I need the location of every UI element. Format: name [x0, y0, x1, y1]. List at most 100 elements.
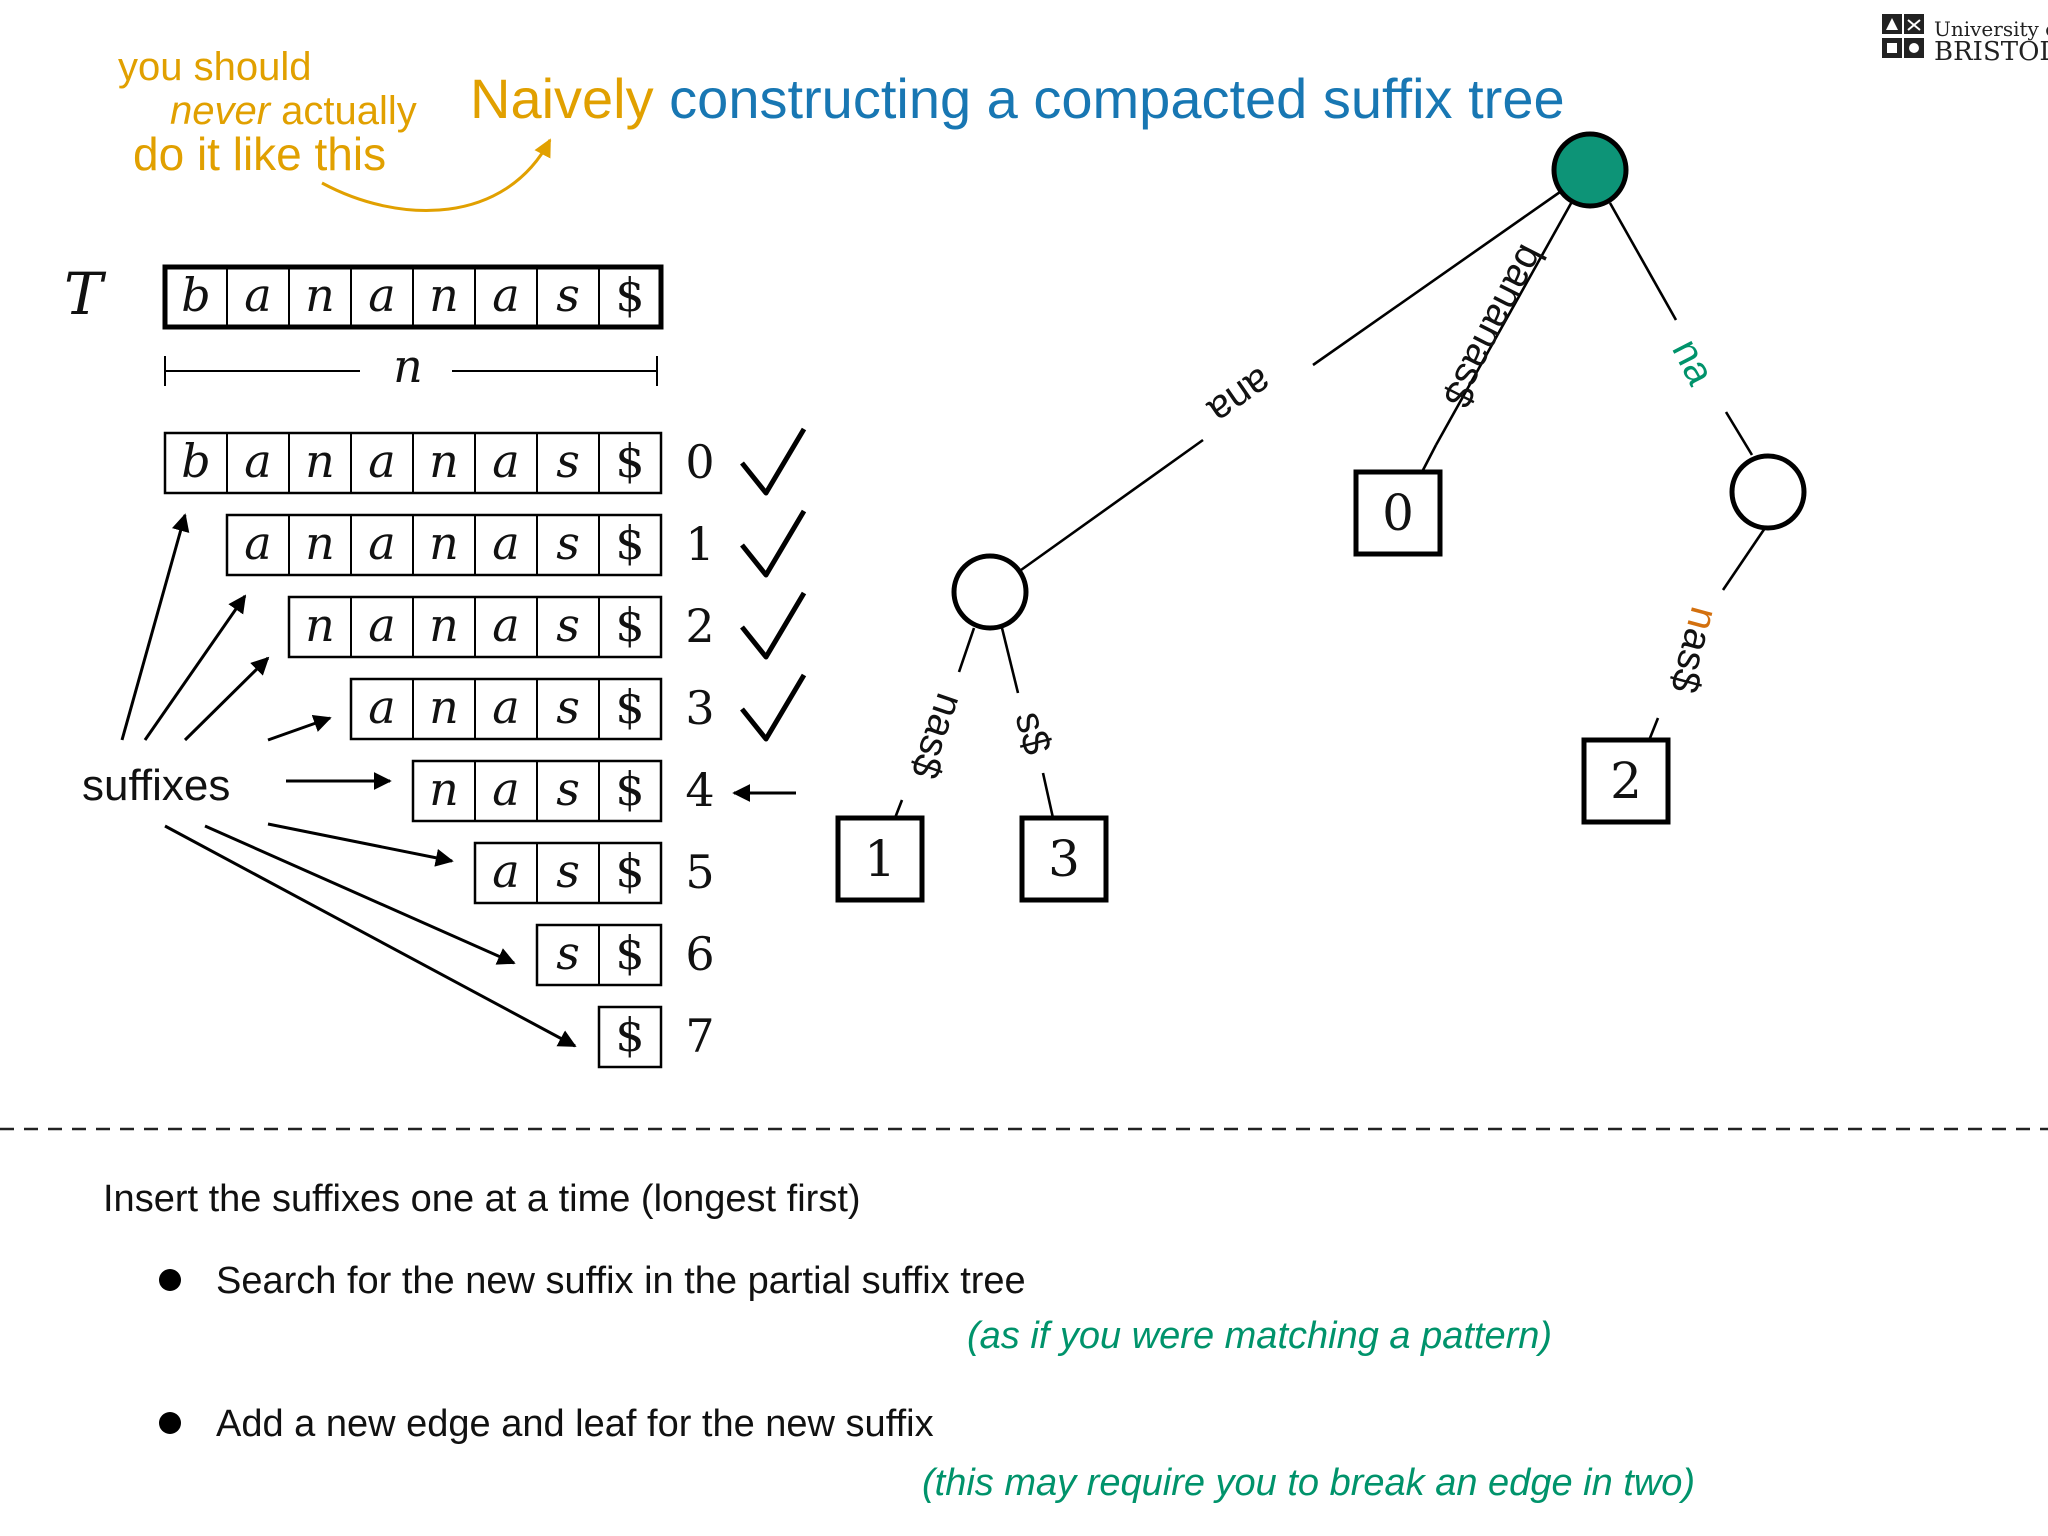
text-label: T: [64, 260, 107, 328]
text-cell-char: a: [368, 268, 395, 322]
suffix-index: 4: [685, 763, 714, 817]
leaf-label-0: 0: [1382, 484, 1414, 542]
text-cell-char: s: [556, 268, 580, 322]
suffix-cell-char: a: [368, 680, 395, 734]
university-logo: University of BRISTOL: [1882, 14, 2048, 67]
suffix-cell-char: a: [492, 516, 519, 570]
suffix-cell-char: a: [492, 598, 519, 652]
suffix-index: 5: [685, 845, 714, 899]
tree-node-ana: [951, 553, 1029, 631]
suffix-cell-char: n: [429, 434, 459, 488]
tree-leaf-0: 0: [1353, 469, 1443, 557]
suffix-cell-char: n: [429, 762, 459, 816]
suffix-cell-char: $: [615, 762, 644, 816]
bullet-dot-2: [159, 1412, 181, 1434]
logo-line1: University of: [1934, 17, 2048, 41]
title-part2: constructing a compacted suffix tree: [654, 67, 1565, 130]
edge-label-ana: ana: [1199, 359, 1280, 433]
suffix-index: 6: [685, 927, 714, 981]
suffix-cell-char: a: [368, 598, 395, 652]
suffix-cell-char: n: [429, 680, 459, 734]
suffix-cell-char: $: [615, 1008, 644, 1062]
edge-ana-1-upper: [957, 627, 976, 673]
edge-root-0-lower: [1420, 444, 1438, 473]
edge-na-2-lower: [1648, 717, 1660, 739]
tree-node-na: [1729, 453, 1807, 531]
bullet-note-2: (this may require you to break an edge i…: [922, 1462, 1695, 1504]
suffix-cell-char: n: [429, 598, 459, 652]
tree-root-node: [1551, 131, 1629, 209]
arrow-suffix-2: [183, 656, 270, 742]
text-cell-char: n: [305, 268, 335, 322]
suffix-arrows: [120, 513, 577, 1048]
logo-line2: BRISTOL: [1934, 37, 2048, 67]
arrow-suffix-0: [120, 513, 190, 741]
edge-root-ana-lower: [1020, 438, 1204, 572]
edge-root-ana-upper: [1312, 190, 1561, 367]
leaf-label-2: 2: [1610, 752, 1642, 810]
suffix-cell-char: s: [556, 926, 580, 980]
check-icon: [740, 673, 807, 742]
suffix-index: 2: [685, 599, 714, 653]
suffix-cell-char: $: [615, 434, 644, 488]
edge-root-na-lower: [1724, 411, 1754, 456]
suffix-index: 0: [685, 435, 714, 489]
suffix-cell-char: a: [244, 434, 271, 488]
aside-line2-rest: actually: [270, 89, 417, 133]
suffix-cell-char: a: [492, 762, 519, 816]
edge-ana-3-lower: [1041, 772, 1055, 819]
edge-label-nas-2-part2: as$: [1662, 624, 1721, 698]
suffix-index: 1: [685, 517, 714, 571]
suffix-cell-char: $: [615, 516, 644, 570]
tree-leaf-1: 1: [835, 815, 925, 903]
bullet-text-1: Search for the new suffix in the partial…: [216, 1260, 1026, 1302]
length-label: n: [393, 339, 423, 393]
suffix-cell-char: n: [429, 516, 459, 570]
edge-label-bananas: bananas$: [1435, 238, 1554, 415]
suffix-row: s$6: [535, 923, 715, 987]
aside-line3: do it like this: [133, 128, 386, 180]
suffix-cell-frame: [349, 677, 663, 741]
arrow-suffix-1: [143, 594, 247, 741]
arrow-suffix-6: [204, 824, 516, 965]
arrow-suffix-3: [267, 714, 332, 742]
suffix-cell-char: a: [368, 516, 395, 570]
edge-na-2-upper: [1721, 527, 1767, 591]
suffix-cell-char: $: [615, 844, 644, 898]
page-title: Naively constructing a compacted suffix …: [470, 67, 1565, 130]
aside-note: you should never actually do it like thi…: [118, 45, 552, 212]
leaf-label-3: 3: [1048, 830, 1080, 888]
bullet-dot-1: [159, 1269, 181, 1291]
edge-label-nas: nas$: [902, 688, 972, 784]
aside-line2-em: never: [170, 89, 272, 133]
suffix-cell-char: $: [615, 598, 644, 652]
edge-label-na-part1: na: [1663, 332, 1723, 392]
aside-line1: you should: [118, 45, 311, 89]
suffix-index: 7: [685, 1009, 714, 1063]
leaf-label-1: 1: [864, 830, 896, 888]
title-part1: Naively: [470, 67, 654, 130]
arrow-suffix-7: [164, 824, 577, 1048]
text-cell-char: a: [492, 268, 519, 322]
check-icon: [740, 591, 807, 660]
suffix-cell-char: n: [305, 516, 335, 570]
suffix-cell-char: a: [492, 844, 519, 898]
suffix-cell-frame: [597, 1005, 663, 1069]
bullet-text-2: Add a new edge and leaf for the new suff…: [216, 1403, 934, 1445]
suffix-row: $7: [597, 1005, 715, 1069]
suffix-cell-char: $: [615, 680, 644, 734]
suffix-cell-char: a: [492, 434, 519, 488]
bullet-note-1: (as if you were matching a pattern): [967, 1315, 1552, 1357]
suffix-cell-char: s: [556, 762, 580, 816]
suffix-index: 3: [685, 681, 714, 735]
suffix-cell-char: s: [556, 844, 580, 898]
bottom-text: Insert the suffixes one at a time (longe…: [103, 1178, 1695, 1504]
suffix-tree: ana bananas$ na nas$ s$ nas$ 1 3 0 2: [835, 131, 1807, 903]
